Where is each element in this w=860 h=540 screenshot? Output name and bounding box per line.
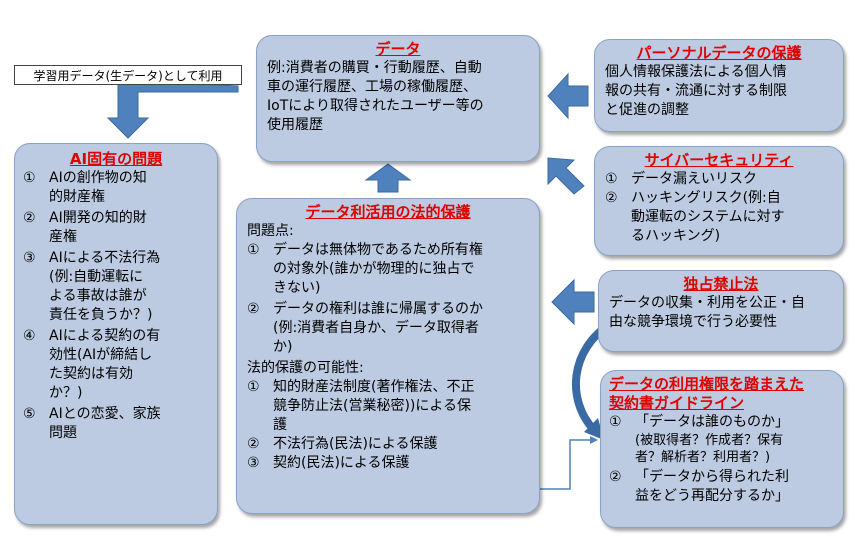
learning-elbow-arrow [30, 92, 168, 116]
data-box-line: 使用履歴 [267, 117, 323, 133]
problems-heading: 問題点: [247, 223, 294, 239]
data-box-line: IoTにより取得されたユーザー等の [267, 98, 484, 114]
personal-data-line: 個人情報保護法による個人情 [605, 64, 787, 80]
data-box: データ 例:消費者の購買・行動履歴、自動 車の運行履歴、工場の稼働履歴、 IoT… [256, 35, 540, 162]
arrow-cyber-to-data [547, 157, 585, 195]
data-box-line: 車の運行履歴、工場の稼働履歴、 [267, 79, 477, 95]
ai-issues-title: AI固有の問題 [69, 150, 163, 168]
antitrust-line: データの収集・利用を公正・自 [609, 295, 805, 311]
personal-data-box: パーソナルデータの保護 個人情報保護法による個人情 報の共有・流通に対する制限 … [594, 39, 844, 132]
learning-data-tag: 学習用データ(生データ)として利用 [14, 65, 242, 85]
personal-data-line: 報の共有・流通に対する制限 [605, 83, 787, 99]
contract-item-1: ①「データは誰のものか」(被取得者？作成者？保有者？解析者？利用者？) [609, 414, 789, 465]
arrow-antitrust-to-legal [551, 278, 595, 326]
elbow-arrow-to-ai [106, 79, 239, 139]
legal-protection-title: データ利活用の法的保護 [305, 203, 471, 221]
contract-guideline-title-1: データの利用権限を踏まえた [609, 375, 805, 393]
contract-guideline-title-2: 契約書ガイドライン [609, 394, 745, 412]
contract-guideline-box: データの利用権限を踏まえた 契約書ガイドライン ①「データは誰のものか」(被取得… [600, 370, 844, 528]
antitrust-box: 独占禁止法 データの収集・利用を公正・自 由な競争環境で行う必要性 [598, 270, 844, 352]
data-box-line: 例:消費者の購買・行動履歴、自動 [267, 60, 482, 76]
antitrust-line: 由な競争環境で行う必要性 [609, 314, 777, 330]
contract-item-2: ②「データから得られた利益をどう再配分するか」 [609, 469, 789, 504]
arrow-legal-to-data [364, 163, 412, 193]
personal-data-title: パーソナルデータの保護 [636, 44, 802, 62]
personal-data-line: と促進の調整 [605, 102, 689, 118]
data-box-title: データ [375, 40, 421, 58]
cybersecurity-title: サイバーセキュリティ [644, 151, 794, 169]
possibility-heading: 法的保護の可能性: [247, 360, 364, 376]
antitrust-title: 独占禁止法 [683, 275, 759, 293]
arrow-personal-to-data [547, 72, 589, 120]
